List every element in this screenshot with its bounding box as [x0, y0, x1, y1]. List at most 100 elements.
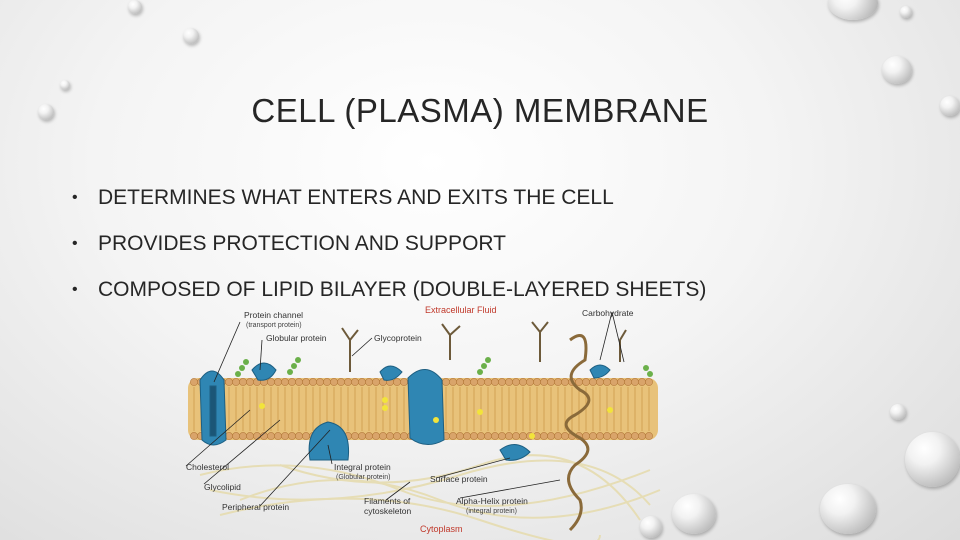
phospholipid-head — [519, 378, 527, 386]
label-leader-lines — [185, 311, 625, 507]
bullet-dot: • — [72, 189, 78, 206]
phospholipid-head — [442, 378, 450, 386]
phospholipid-head — [561, 378, 569, 386]
phospholipid-head — [386, 432, 394, 440]
phospholipid-head — [274, 432, 282, 440]
phospholipid-head — [365, 378, 373, 386]
phospholipid-head — [596, 432, 604, 440]
phospholipid-head — [274, 378, 282, 386]
label-alpha-helix-protein: Alpha-Helix protein — [456, 496, 528, 506]
phospholipid-head — [393, 378, 401, 386]
phospholipid-head — [582, 432, 590, 440]
phospholipid-head — [267, 378, 275, 386]
phospholipid-head — [239, 432, 247, 440]
water-drop-decoration — [183, 28, 199, 44]
membrane-diagram: Extracellular Fluid Protein channel (tra… — [185, 305, 661, 540]
bullet-dot: • — [72, 235, 78, 252]
label-glycoprotein: Glycoprotein — [374, 333, 422, 343]
phospholipid-head — [302, 378, 310, 386]
phospholipid-head — [232, 432, 240, 440]
glycolipid-chains — [235, 357, 653, 377]
phospholipid-head — [372, 378, 380, 386]
phospholipid-head — [295, 432, 303, 440]
label-cholesterol: Cholesterol — [186, 462, 229, 472]
phospholipid-head — [554, 378, 562, 386]
phospholipid-head — [484, 378, 492, 386]
phospholipid-head — [337, 378, 345, 386]
phospholipid-head — [533, 378, 541, 386]
label-integral-protein-sub: (Globular protein) — [336, 474, 390, 481]
carbohydrate-chains — [341, 321, 627, 372]
phospholipid-head — [393, 432, 401, 440]
phospholipid-head — [316, 378, 324, 386]
phospholipid-head — [547, 432, 555, 440]
phospholipid-head — [372, 432, 380, 440]
phospholipid-head — [477, 432, 485, 440]
phospholipid-head — [575, 378, 583, 386]
phospholipid-head — [582, 378, 590, 386]
cytoskeleton-filaments — [199, 454, 661, 540]
phospholipid-head — [246, 432, 254, 440]
integral-protein — [308, 421, 350, 461]
protein-channel-pore — [209, 385, 217, 437]
surface-protein — [499, 444, 531, 461]
phospholipid-head — [456, 378, 464, 386]
label-glycolipid: Glycolipid — [204, 482, 241, 492]
label-extracellular-fluid: Extracellular Fluid — [425, 305, 497, 315]
phospholipid-head — [631, 432, 639, 440]
phospholipid-head — [554, 432, 562, 440]
phospholipid-head — [498, 432, 506, 440]
label-filaments: Filaments of — [364, 496, 411, 506]
water-drop-decoration — [60, 80, 70, 90]
label-surface-protein: Surface protein — [430, 474, 488, 484]
phospholipid-head — [400, 378, 408, 386]
water-drop-decoration — [128, 0, 142, 14]
phospholipid-head — [463, 432, 471, 440]
phospholipid-head — [491, 378, 499, 386]
phospholipid-head — [645, 432, 653, 440]
phospholipid-head — [645, 378, 653, 386]
phospholipid-head — [491, 432, 499, 440]
phospholipid-head — [323, 378, 331, 386]
water-drop-decoration — [820, 484, 876, 534]
label-carbohydrate: Carbohydrate — [582, 308, 634, 318]
phospholipid-head — [253, 432, 261, 440]
phospholipid-head — [512, 378, 520, 386]
phospholipid-head — [295, 378, 303, 386]
water-drop-decoration — [640, 516, 662, 538]
cholesterol-molecules — [259, 397, 613, 439]
bullet-dot: • — [72, 281, 78, 298]
phospholipid-head — [505, 432, 513, 440]
phospholipid-head — [519, 432, 527, 440]
phospholipid-head — [617, 378, 625, 386]
phospholipid-head — [603, 378, 611, 386]
label-cytoplasm: Cytoplasm — [420, 524, 463, 534]
phospholipid-head — [638, 432, 646, 440]
phospholipid-head — [631, 378, 639, 386]
phospholipid-head — [288, 432, 296, 440]
phospholipid-head — [603, 432, 611, 440]
phospholipid-head — [358, 432, 366, 440]
water-drop-decoration — [672, 494, 716, 534]
phospholipid-head — [302, 432, 310, 440]
small-protein — [589, 364, 611, 379]
phospholipid-head — [358, 378, 366, 386]
phospholipid-head — [596, 378, 604, 386]
slide-title: CELL (PLASMA) MEMBRANE — [251, 92, 709, 129]
phospholipid-head — [281, 432, 289, 440]
phospholipid-head — [449, 378, 457, 386]
label-globular-protein: Globular protein — [266, 333, 327, 343]
phospholipid-head — [365, 432, 373, 440]
phospholipid-head — [477, 378, 485, 386]
phospholipid-head — [484, 432, 492, 440]
label-alpha-helix-sub: (integral protein) — [466, 508, 517, 515]
phospholipid-head — [526, 378, 534, 386]
bullet-list: •DETERMINES WHAT ENTERS AND EXITS THE CE… — [72, 184, 706, 322]
bullet-text: COMPOSED OF LIPID BILAYER (DOUBLE-LAYERE… — [98, 278, 707, 301]
phospholipid-head — [463, 378, 471, 386]
phospholipid-head — [624, 432, 632, 440]
phospholipid-head — [561, 432, 569, 440]
phospholipid-head — [512, 432, 520, 440]
phospholipid-head — [638, 378, 646, 386]
phospholipid-head — [232, 378, 240, 386]
